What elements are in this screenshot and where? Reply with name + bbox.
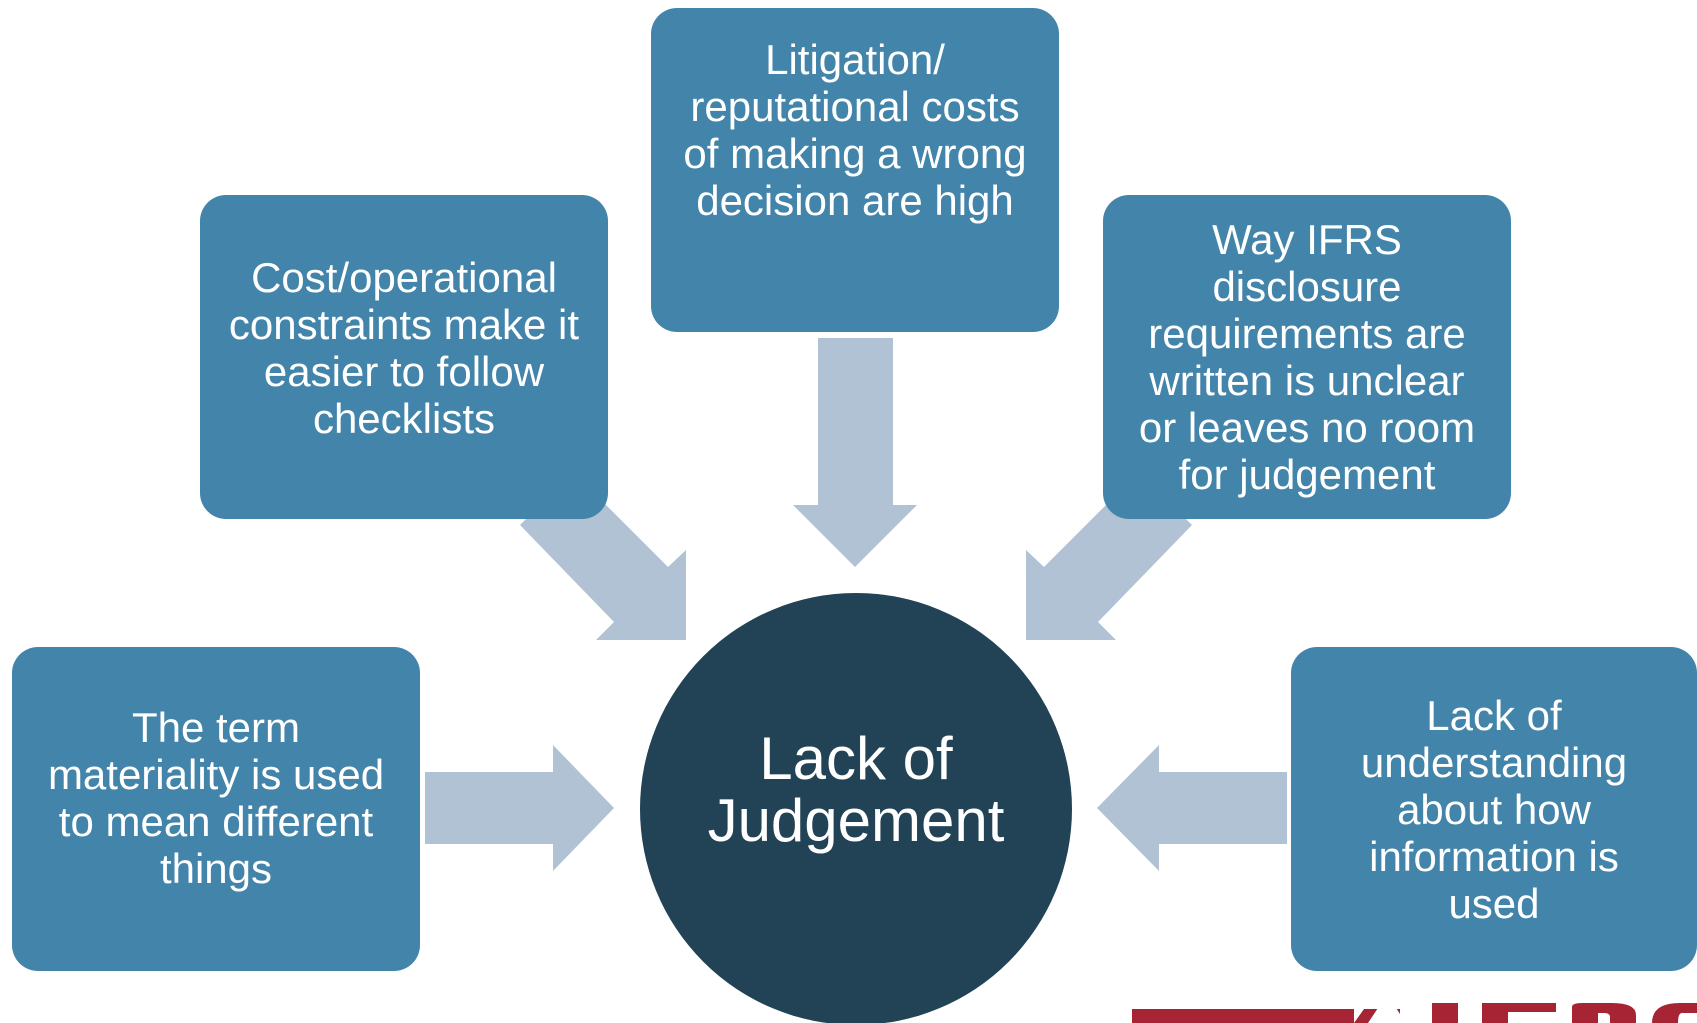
ifrs-logo [1132,1003,1697,1023]
ifrs-logo-graphic [1132,1003,1697,1023]
cause-box-ifrs-requirements: Way IFRS disclosure requirements are wri… [1103,195,1511,519]
cause-box-materiality-term: The term materiality is used to mean dif… [12,647,420,971]
cause-box-cost-constraints: Cost/operational constraints make it eas… [200,195,608,519]
center-circle-lack-of-judgement: Lack of Judgement [640,593,1072,1023]
arrow-right-left [425,745,614,871]
arrow-left-right [1097,745,1287,871]
cause-box-litigation: Litigation/ reputational costs of making… [651,8,1059,332]
arrow-down-top [793,338,917,567]
cause-box-understanding: Lack of understanding about how informat… [1291,647,1697,971]
